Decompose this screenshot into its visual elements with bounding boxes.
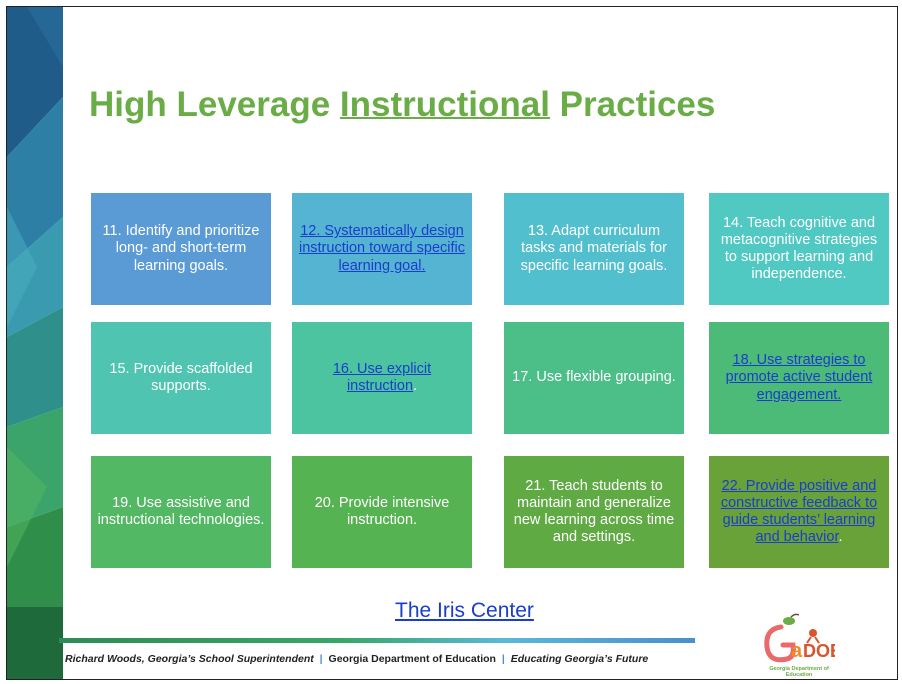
practice-text-wrap: 12. Systematically design instruction to… — [298, 223, 466, 274]
practice-text: 14. Teach cognitive and metacognitive st… — [720, 214, 878, 283]
footer-text: Richard Woods, Georgia’s School Superint… — [65, 653, 648, 665]
practice-tile[interactable]: 22. Provide positive and constructive fe… — [709, 456, 889, 568]
practice-tile: 11. Identify and prioritize long- and sh… — [91, 193, 271, 305]
practice-text: 15. Provide scaffolded supports. — [109, 360, 253, 394]
practice-tile: 14. Teach cognitive and metacognitive st… — [709, 193, 889, 305]
footer-superintendent: Richard Woods, Georgia’s School Superint… — [65, 653, 314, 665]
slide-title: High Leverage Instructional Practices — [89, 85, 715, 125]
title-text: Practices — [549, 85, 716, 124]
practice-text-wrap: 13. Adapt curriculum tasks and materials… — [510, 223, 678, 274]
practice-text-wrap: 11. Identify and prioritize long- and sh… — [97, 223, 265, 274]
practice-text: 17. Use flexible grouping. — [512, 369, 676, 386]
footer-separator: | — [319, 653, 323, 665]
practice-link[interactable]: 18. Use strategies to promote active stu… — [725, 352, 873, 403]
practice-tile[interactable]: 12. Systematically design instruction to… — [292, 193, 472, 305]
practice-tile: 17. Use flexible grouping. — [504, 322, 684, 434]
title-text: High Leverage — [89, 85, 340, 124]
practice-tile: 19. Use assistive and instructional tech… — [91, 456, 271, 568]
practice-tile[interactable]: 16. Use explicit instruction. — [292, 322, 472, 434]
practice-tile: 21. Teach students to maintain and gener… — [504, 456, 684, 568]
logo-subtitle: Georgia Department of Education — [769, 666, 829, 678]
practice-text-wrap: 16. Use explicit instruction. — [298, 361, 466, 395]
practice-link[interactable]: 22. Provide positive and constructive fe… — [720, 477, 878, 546]
practice-tile[interactable]: 18. Use strategies to promote active stu… — [709, 322, 889, 434]
footer-separator: | — [501, 653, 505, 665]
practice-tile: 15. Provide scaffolded supports. — [91, 322, 271, 434]
practice-suffix: . — [413, 378, 418, 394]
practice-text-wrap: 18. Use strategies to promote active stu… — [715, 352, 883, 403]
practice-link[interactable]: 16. Use explicit instruction — [332, 360, 432, 394]
practice-text-wrap: 19. Use assistive and instructional tech… — [97, 495, 265, 529]
iris-center-link[interactable]: The Iris Center — [395, 599, 534, 622]
decorative-side-band — [7, 7, 63, 679]
practice-text: 21. Teach students to maintain and gener… — [513, 477, 675, 546]
practice-text-wrap: 15. Provide scaffolded supports. — [97, 361, 265, 395]
practice-text-wrap: 17. Use flexible grouping. — [512, 369, 676, 386]
footer-motto: Educating Georgia’s Future — [510, 653, 649, 665]
slide: High Leverage Instructional Practices 11… — [6, 6, 898, 680]
title-underlined-word: Instructional — [339, 85, 550, 124]
footer-divider — [59, 638, 695, 643]
gadoe-logo: a DOE — [764, 613, 835, 663]
practice-text: 13. Adapt curriculum tasks and materials… — [520, 223, 668, 274]
svg-text:DOE: DOE — [803, 641, 835, 661]
practice-text: 11. Identify and prioritize long- and sh… — [102, 223, 260, 274]
practice-text-wrap: 14. Teach cognitive and metacognitive st… — [715, 215, 883, 283]
practice-tile: 20. Provide intensive instruction. — [292, 456, 472, 568]
practice-text: 20. Provide intensive instruction. — [314, 494, 450, 528]
svg-text:a: a — [791, 640, 803, 662]
practice-text-wrap: 21. Teach students to maintain and gener… — [510, 478, 678, 546]
practice-text: 19. Use assistive and instructional tech… — [97, 494, 265, 528]
practice-text-wrap: 22. Provide positive and constructive fe… — [715, 478, 883, 546]
practice-link[interactable]: 12. Systematically design instruction to… — [298, 223, 465, 274]
practice-text-wrap: 20. Provide intensive instruction. — [298, 495, 466, 529]
practice-tile: 13. Adapt curriculum tasks and materials… — [504, 193, 684, 305]
footer-department: Georgia Department of Education — [328, 653, 496, 665]
practice-suffix: . — [838, 529, 843, 546]
